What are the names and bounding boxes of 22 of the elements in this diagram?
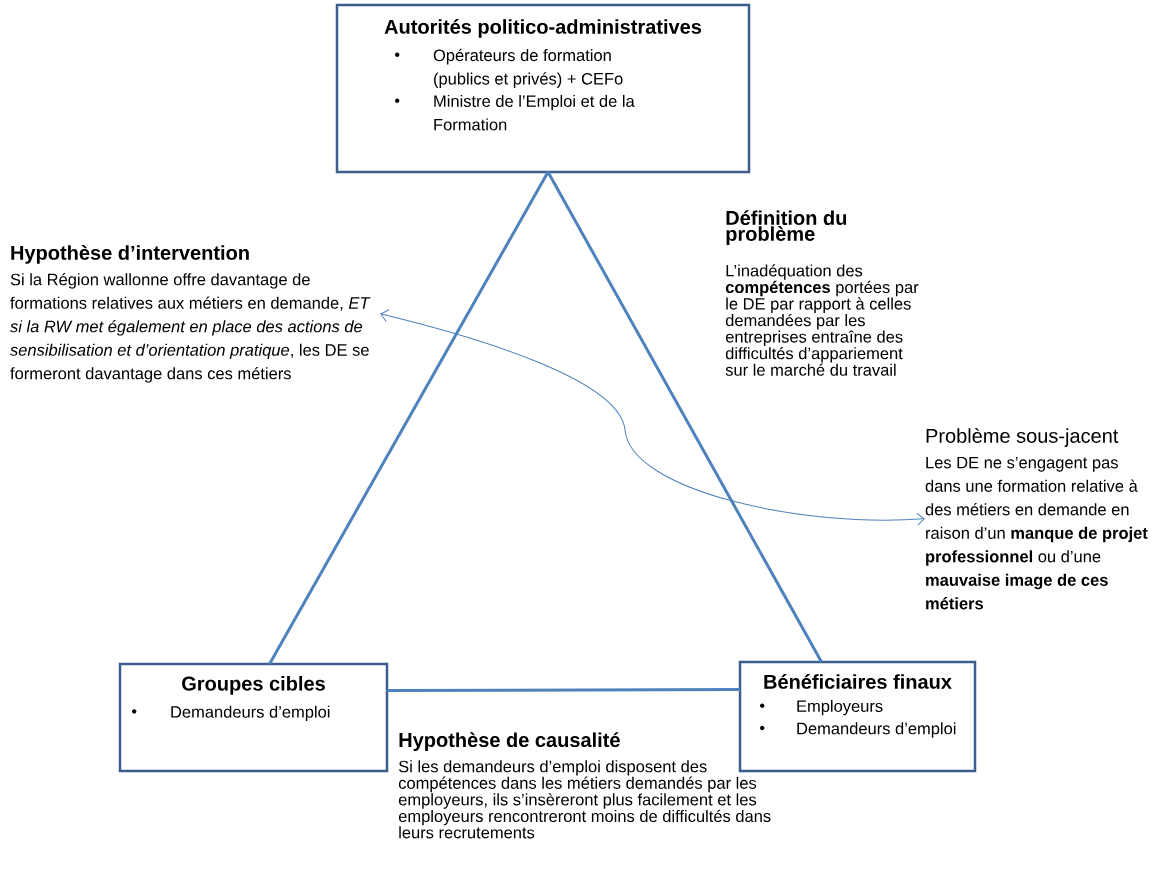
box-heading: Bénéficiaires finaux [764,674,952,689]
box-heading: Groupes cibles [182,676,325,695]
description-text: Si les demandeurs d’emploi disposent des compétences dans les métiers demandés par les employeurs, ils s’insèreront plus facilement et les employeurs rencontreront moins de difficultés dans leurs recrutements [398,760,771,839]
actor-box [118,662,389,773]
heading: Problème sous-jacent [926,428,1119,447]
connector-line [546,171,823,663]
connector-line [387,688,740,692]
body-text: Les DE ne s’engagent pas dans une formation relative à des métiers en demande en raison d’un manque de projet professionnel ou d’une mauvaise image de ces métiers [925,456,1148,610]
list-item: Demandeurs d’emploi [797,722,956,738]
actor-box [335,3,751,174]
box-heading: Autorités politico-administratives [384,19,702,38]
connector-line [268,171,550,665]
heading: Hypothèse d’intervention [11,245,249,264]
body-text: Si la Région wallonne offre davantage de formations relatives aux métiers en demande, ET si la RW met également en place des actions de sensibilisation et d’orientation pratique, les DE se formeront davantage dans ces métiers [10,273,371,383]
curved-arrow [380,309,925,526]
list-item: Opérateurs de formation (publics et privés) + CEFo [433,48,623,88]
list-item: Ministre de l’Emploi et de la Formation [434,94,635,131]
actor-box [738,660,977,773]
list-item: Employeurs [797,699,883,716]
list-item: Demandeurs d’emploi [171,705,330,722]
description-text: L’inadéquation des compétences portées par le DE par rapport à celles demandées par les entreprises entraîne des difficultés d’appariement sur le marché du travail [725,264,919,376]
section-heading: Définition du problème [726,210,847,245]
